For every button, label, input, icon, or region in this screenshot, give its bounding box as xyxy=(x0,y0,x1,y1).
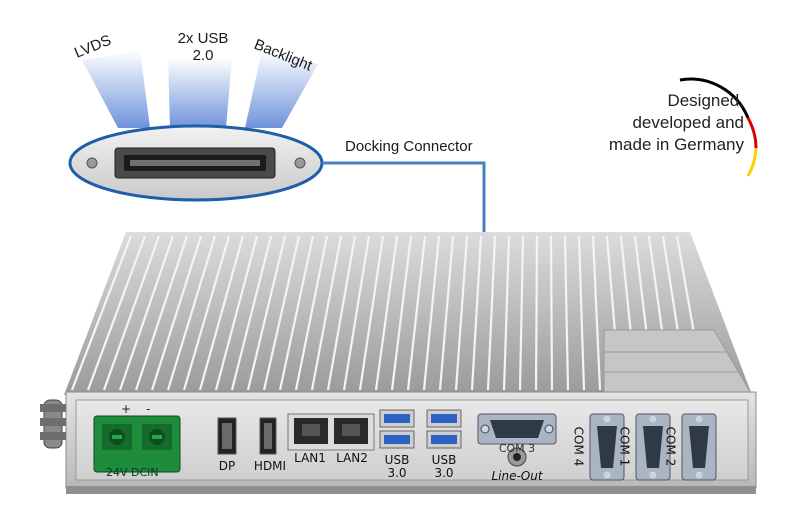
lan1-label: LAN1 xyxy=(294,451,326,465)
docking-connector-label: Docking Connector xyxy=(345,138,473,155)
signal-beams xyxy=(82,50,318,128)
lineout-jack xyxy=(507,447,527,467)
heatsink-fins xyxy=(70,235,698,391)
docking-callout-line xyxy=(322,161,486,235)
flag-arc xyxy=(679,77,758,177)
tagline-line2: developed and xyxy=(632,113,744,132)
usb3-a-label-line1: USB xyxy=(384,453,410,467)
com3-label: COM 3 xyxy=(498,442,536,455)
usb2-label-line1: 2x USB xyxy=(177,30,229,47)
docking-connector-callout xyxy=(68,124,324,202)
usb2-label: 2x USB 2.0 xyxy=(168,30,238,64)
usb3-b-label: USB 3.0 xyxy=(427,454,461,480)
hdmi-port xyxy=(259,417,277,455)
ground-stud xyxy=(40,399,66,449)
tagline-line3: made in Germany xyxy=(608,135,744,154)
com3-port xyxy=(477,413,557,445)
power-terminal xyxy=(93,415,181,473)
made-in-germany-tagline: Designed, developed and made in Germany xyxy=(600,90,744,156)
usb3-b-label-line2: 3.0 xyxy=(434,466,454,480)
hdmi-label: HDMI xyxy=(253,459,287,473)
power-input-label: 24V DCIN xyxy=(106,466,159,479)
power-minus-label: - xyxy=(146,402,151,416)
com4-label: COM 4 xyxy=(571,426,586,467)
tagline-line1: Designed, xyxy=(667,91,744,110)
usb3-a-label-line2: 3.0 xyxy=(387,466,407,480)
usb3-a-label: USB 3.0 xyxy=(380,454,414,480)
com2-label: COM 2 xyxy=(663,426,678,467)
dp-label: DP xyxy=(218,459,236,473)
usb2-label-line2: 2.0 xyxy=(192,47,214,64)
usb-ports-a xyxy=(379,409,415,449)
usb3-b-label-line1: USB xyxy=(431,453,457,467)
com-ports-vertical xyxy=(589,413,717,481)
lineout-label: Line-Out xyxy=(491,469,543,483)
com1-label: COM 1 xyxy=(617,426,632,467)
dp-port xyxy=(217,417,237,455)
usb-ports-b xyxy=(426,409,462,449)
lan2-label: LAN2 xyxy=(336,451,368,465)
lan-ports xyxy=(287,413,375,451)
power-plus-label: + xyxy=(121,402,132,416)
